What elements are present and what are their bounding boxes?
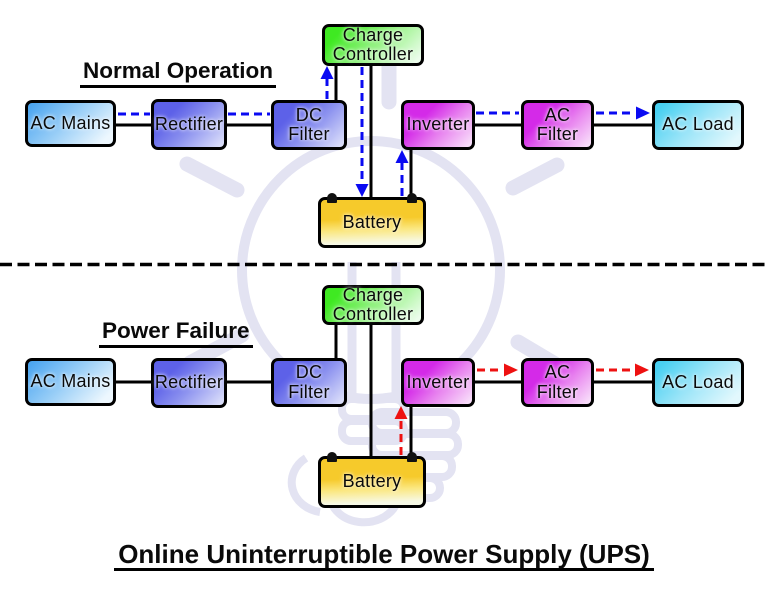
failure-dc-filter-box: DC Filter: [271, 358, 347, 407]
failure-arrowhead-to-inverter: [394, 406, 408, 419]
normal-flow-arrows: [118, 66, 650, 197]
failure-connector-lines: [116, 324, 653, 457]
normal-battery-terminal-right: [407, 193, 417, 203]
normal-inverter-box: Inverter: [401, 100, 475, 150]
normal-arrowhead-to-charge-controller: [320, 66, 334, 79]
normal-arrowhead-to-ac-load: [636, 106, 650, 120]
normal-ac-filter-box: AC Filter: [521, 100, 594, 150]
failure-arrowhead-to-ac-filter: [504, 363, 518, 377]
caption-row: Online Uninterruptible Power Supply (UPS…: [0, 541, 768, 571]
normal-section-title: Normal Operation: [80, 59, 277, 88]
failure-flow-arrows: [394, 363, 649, 455]
failure-section-title: Power Failure: [99, 319, 253, 348]
failure-battery-box: Battery: [318, 452, 426, 508]
failure-battery-terminal-left: [327, 452, 337, 462]
failure-rectifier-box: Rectifier: [151, 358, 227, 408]
normal-dc-filter-box: DC Filter: [271, 100, 347, 150]
failure-charge-controller-box: Charge Controller: [322, 285, 424, 325]
normal-battery-box: Battery: [318, 193, 426, 248]
failure-arrowhead-to-ac-load: [635, 363, 649, 377]
normal-connector-lines: [116, 66, 653, 198]
failure-battery-label: Battery: [342, 471, 402, 492]
normal-rectifier-box: Rectifier: [151, 99, 227, 150]
normal-battery-terminal-left: [327, 193, 337, 203]
normal-ac-mains-box: AC Mains: [25, 100, 116, 147]
failure-battery-terminal-right: [407, 452, 417, 462]
failure-ac-load-box: AC Load: [652, 358, 744, 407]
normal-battery-label: Battery: [342, 211, 402, 232]
diagram-caption: Online Uninterruptible Power Supply (UPS…: [114, 541, 654, 571]
normal-ac-load-box: AC Load: [652, 100, 744, 150]
failure-ac-filter-box: AC Filter: [521, 358, 594, 407]
normal-charge-controller-box: Charge Controller: [322, 24, 424, 66]
normal-arrowhead-to-inverter: [395, 150, 409, 163]
failure-ac-mains-box: AC Mains: [25, 358, 116, 406]
normal-arrowhead-to-battery: [355, 184, 369, 197]
failure-inverter-box: Inverter: [401, 358, 475, 407]
